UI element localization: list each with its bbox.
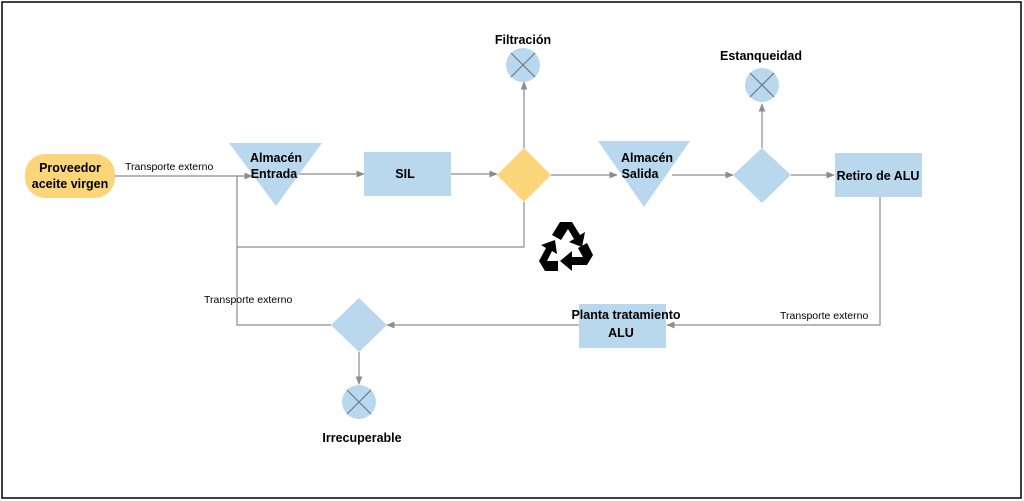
proveedor-label-line2: aceite virgen xyxy=(32,177,108,191)
irrecuperable-label: Irrecuperable xyxy=(322,431,401,445)
filtracion-label: Filtración xyxy=(495,33,551,47)
decision-irrecuperable xyxy=(331,298,387,352)
proveedor-label-line1: Proveedor xyxy=(39,161,101,175)
node-filtracion: Filtración xyxy=(495,33,551,82)
edge-recycle-loop xyxy=(236,176,525,248)
planta-label-line2: ALU xyxy=(608,326,634,340)
x-circle-icon xyxy=(745,68,779,102)
x-circle-icon xyxy=(342,385,376,419)
sil-shape xyxy=(364,152,451,196)
edge-label-transporte-top: Transporte externo xyxy=(125,161,213,173)
recycle-icon xyxy=(539,222,593,271)
sil-label: SIL xyxy=(395,167,415,181)
edge-label-transporte-left: Transporte externo xyxy=(204,294,292,306)
planta-label-line1: Planta tratamiento xyxy=(571,308,680,322)
retiro-alu-label: Retiro de ALU xyxy=(837,169,920,183)
estanqueidad-label: Estanqueidad xyxy=(720,49,802,63)
planta-shape xyxy=(579,304,666,348)
almacen-salida-label-line2: Salida xyxy=(622,167,660,181)
x-circle-icon xyxy=(506,48,540,82)
edge-decision-return xyxy=(236,247,331,326)
node-almacen-entrada: Almacén Entrada xyxy=(229,143,322,206)
node-proveedor: Proveedor aceite virgen xyxy=(25,154,115,198)
retiro-alu-shape xyxy=(835,153,922,197)
decision-filtracion xyxy=(497,148,551,202)
proveedor-shape xyxy=(25,154,115,198)
almacen-entrada-label-line2: Entrada xyxy=(251,167,299,181)
almacen-salida-shape xyxy=(598,141,690,207)
node-planta-tratamiento: Planta tratamiento ALU xyxy=(571,304,681,348)
edge-retiro-planta xyxy=(666,197,881,329)
edge-label-transporte-right: Transporte externo xyxy=(780,310,868,322)
node-almacen-salida: Almacén Salida xyxy=(598,141,690,207)
decision-estanqueidad xyxy=(733,148,791,203)
connectors xyxy=(115,81,881,385)
almacen-entrada-shape xyxy=(229,143,322,206)
node-sil: SIL xyxy=(364,152,451,196)
node-irrecuperable: Irrecuperable xyxy=(322,385,402,445)
node-retiro-alu: Retiro de ALU xyxy=(835,153,922,197)
almacen-salida-label-line1: Almacén xyxy=(621,151,673,165)
almacen-entrada-label-line1: Almacén xyxy=(250,151,302,165)
node-estanqueidad: Estanqueidad xyxy=(720,49,802,102)
